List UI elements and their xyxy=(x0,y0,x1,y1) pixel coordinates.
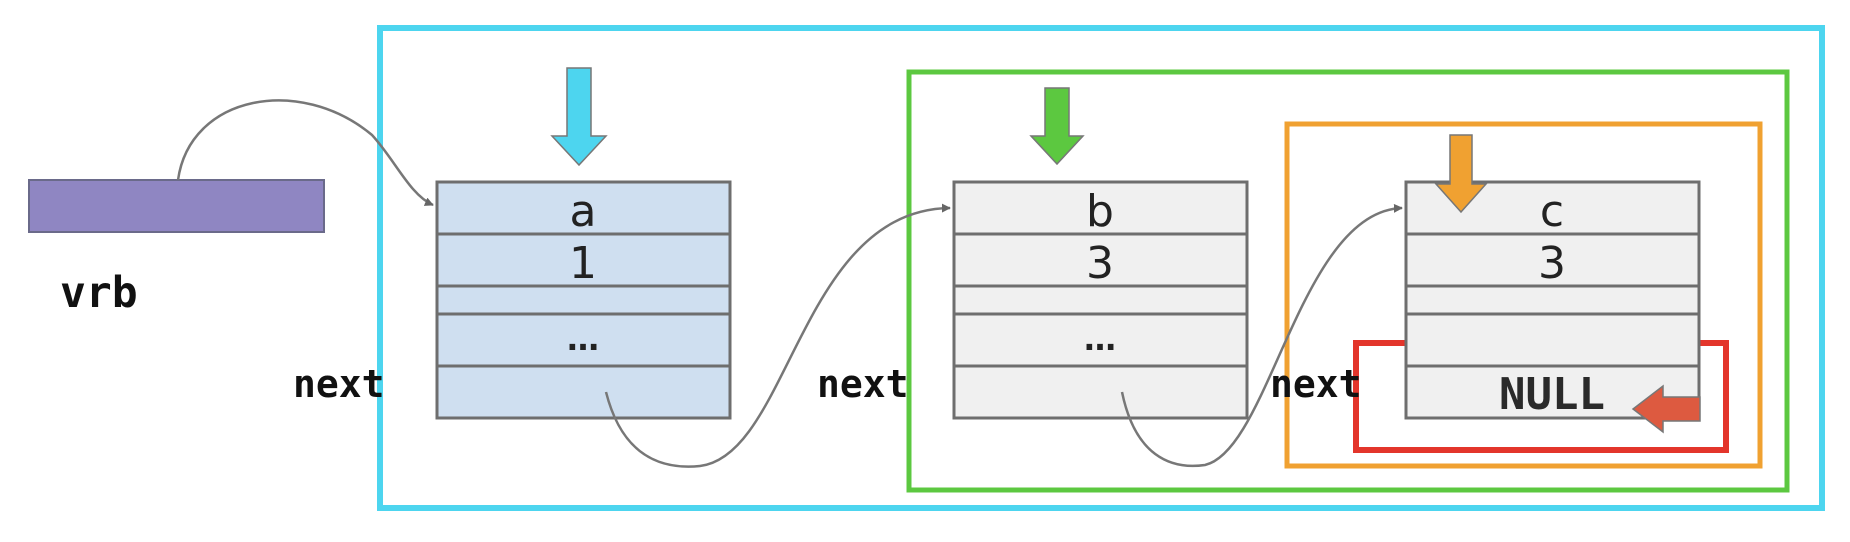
node-b-cell-3 xyxy=(952,284,1249,316)
node-a-value-4: … xyxy=(567,320,599,358)
node-c-cell-4 xyxy=(1404,312,1701,368)
node-b-value-1: b xyxy=(1086,186,1114,237)
node-a-value-2: 1 xyxy=(569,238,597,289)
node-c-value-2: 3 xyxy=(1538,238,1566,289)
node-a: a 1 … xyxy=(435,180,732,420)
pointer-b-to-c xyxy=(1120,203,1403,468)
node-a-cell-1 xyxy=(435,180,732,236)
node-c: c 3 NULL xyxy=(1404,180,1701,420)
node-c-null-value: NULL xyxy=(1499,369,1605,420)
node-b-cell-4 xyxy=(952,312,1249,368)
frame-cyan xyxy=(377,25,1825,511)
cyan-down-arrow-icon xyxy=(550,67,608,167)
node-a-next-label: next xyxy=(293,362,385,406)
node-b-cell-5 xyxy=(952,364,1249,420)
frame-green xyxy=(906,69,1790,493)
node-b-next-label: next xyxy=(817,362,909,406)
node-a-cell-5 xyxy=(435,364,732,420)
node-b-cell-2 xyxy=(952,232,1249,288)
pointer-a-to-b xyxy=(604,203,951,468)
node-c-cell-3 xyxy=(1404,284,1701,316)
green-down-arrow-icon xyxy=(1029,87,1085,166)
node-b-cell-1 xyxy=(952,180,1249,236)
node-b-value-2: 3 xyxy=(1086,238,1114,289)
variable-label: vrb xyxy=(60,268,138,318)
node-c-value-1: c xyxy=(1540,186,1564,237)
node-a-cell-3 xyxy=(435,284,732,316)
frame-orange xyxy=(1284,121,1763,469)
node-b-value-4: … xyxy=(1084,320,1116,358)
red-left-arrow-icon xyxy=(1631,384,1701,434)
node-b: b 3 … xyxy=(952,180,1249,420)
node-c-next-label: next xyxy=(1270,362,1362,406)
orange-down-arrow-icon xyxy=(1434,134,1488,214)
pointer-vrb-to-a xyxy=(176,99,434,207)
node-c-cell-2 xyxy=(1404,232,1701,288)
variable-bar xyxy=(28,179,325,233)
node-a-value-1: a xyxy=(570,186,597,237)
